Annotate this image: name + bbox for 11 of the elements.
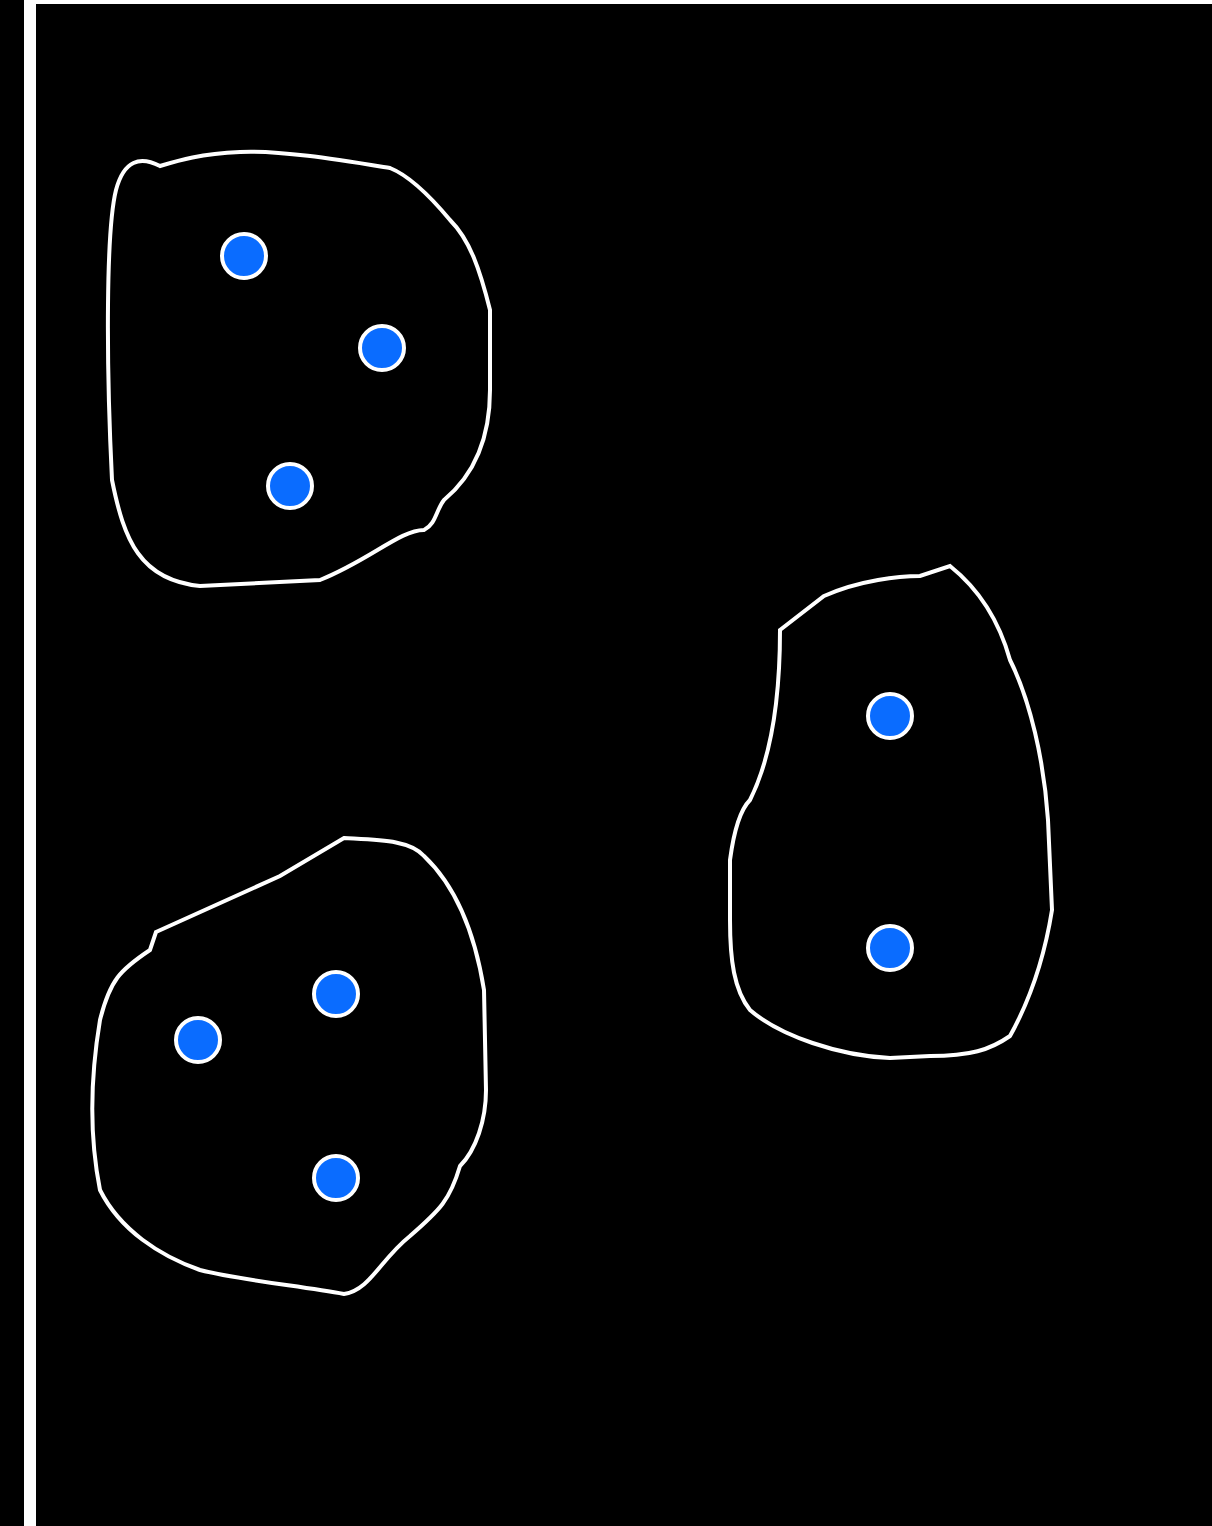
dot <box>312 1154 360 1202</box>
dot <box>358 324 406 372</box>
blob-shape <box>726 562 1056 1062</box>
dot <box>220 232 268 280</box>
dot <box>174 1016 222 1064</box>
dot <box>866 692 914 740</box>
dot <box>312 970 360 1018</box>
dot <box>866 924 914 972</box>
blob-shape <box>88 834 490 1298</box>
blob-shape <box>102 146 494 592</box>
dot <box>266 462 314 510</box>
